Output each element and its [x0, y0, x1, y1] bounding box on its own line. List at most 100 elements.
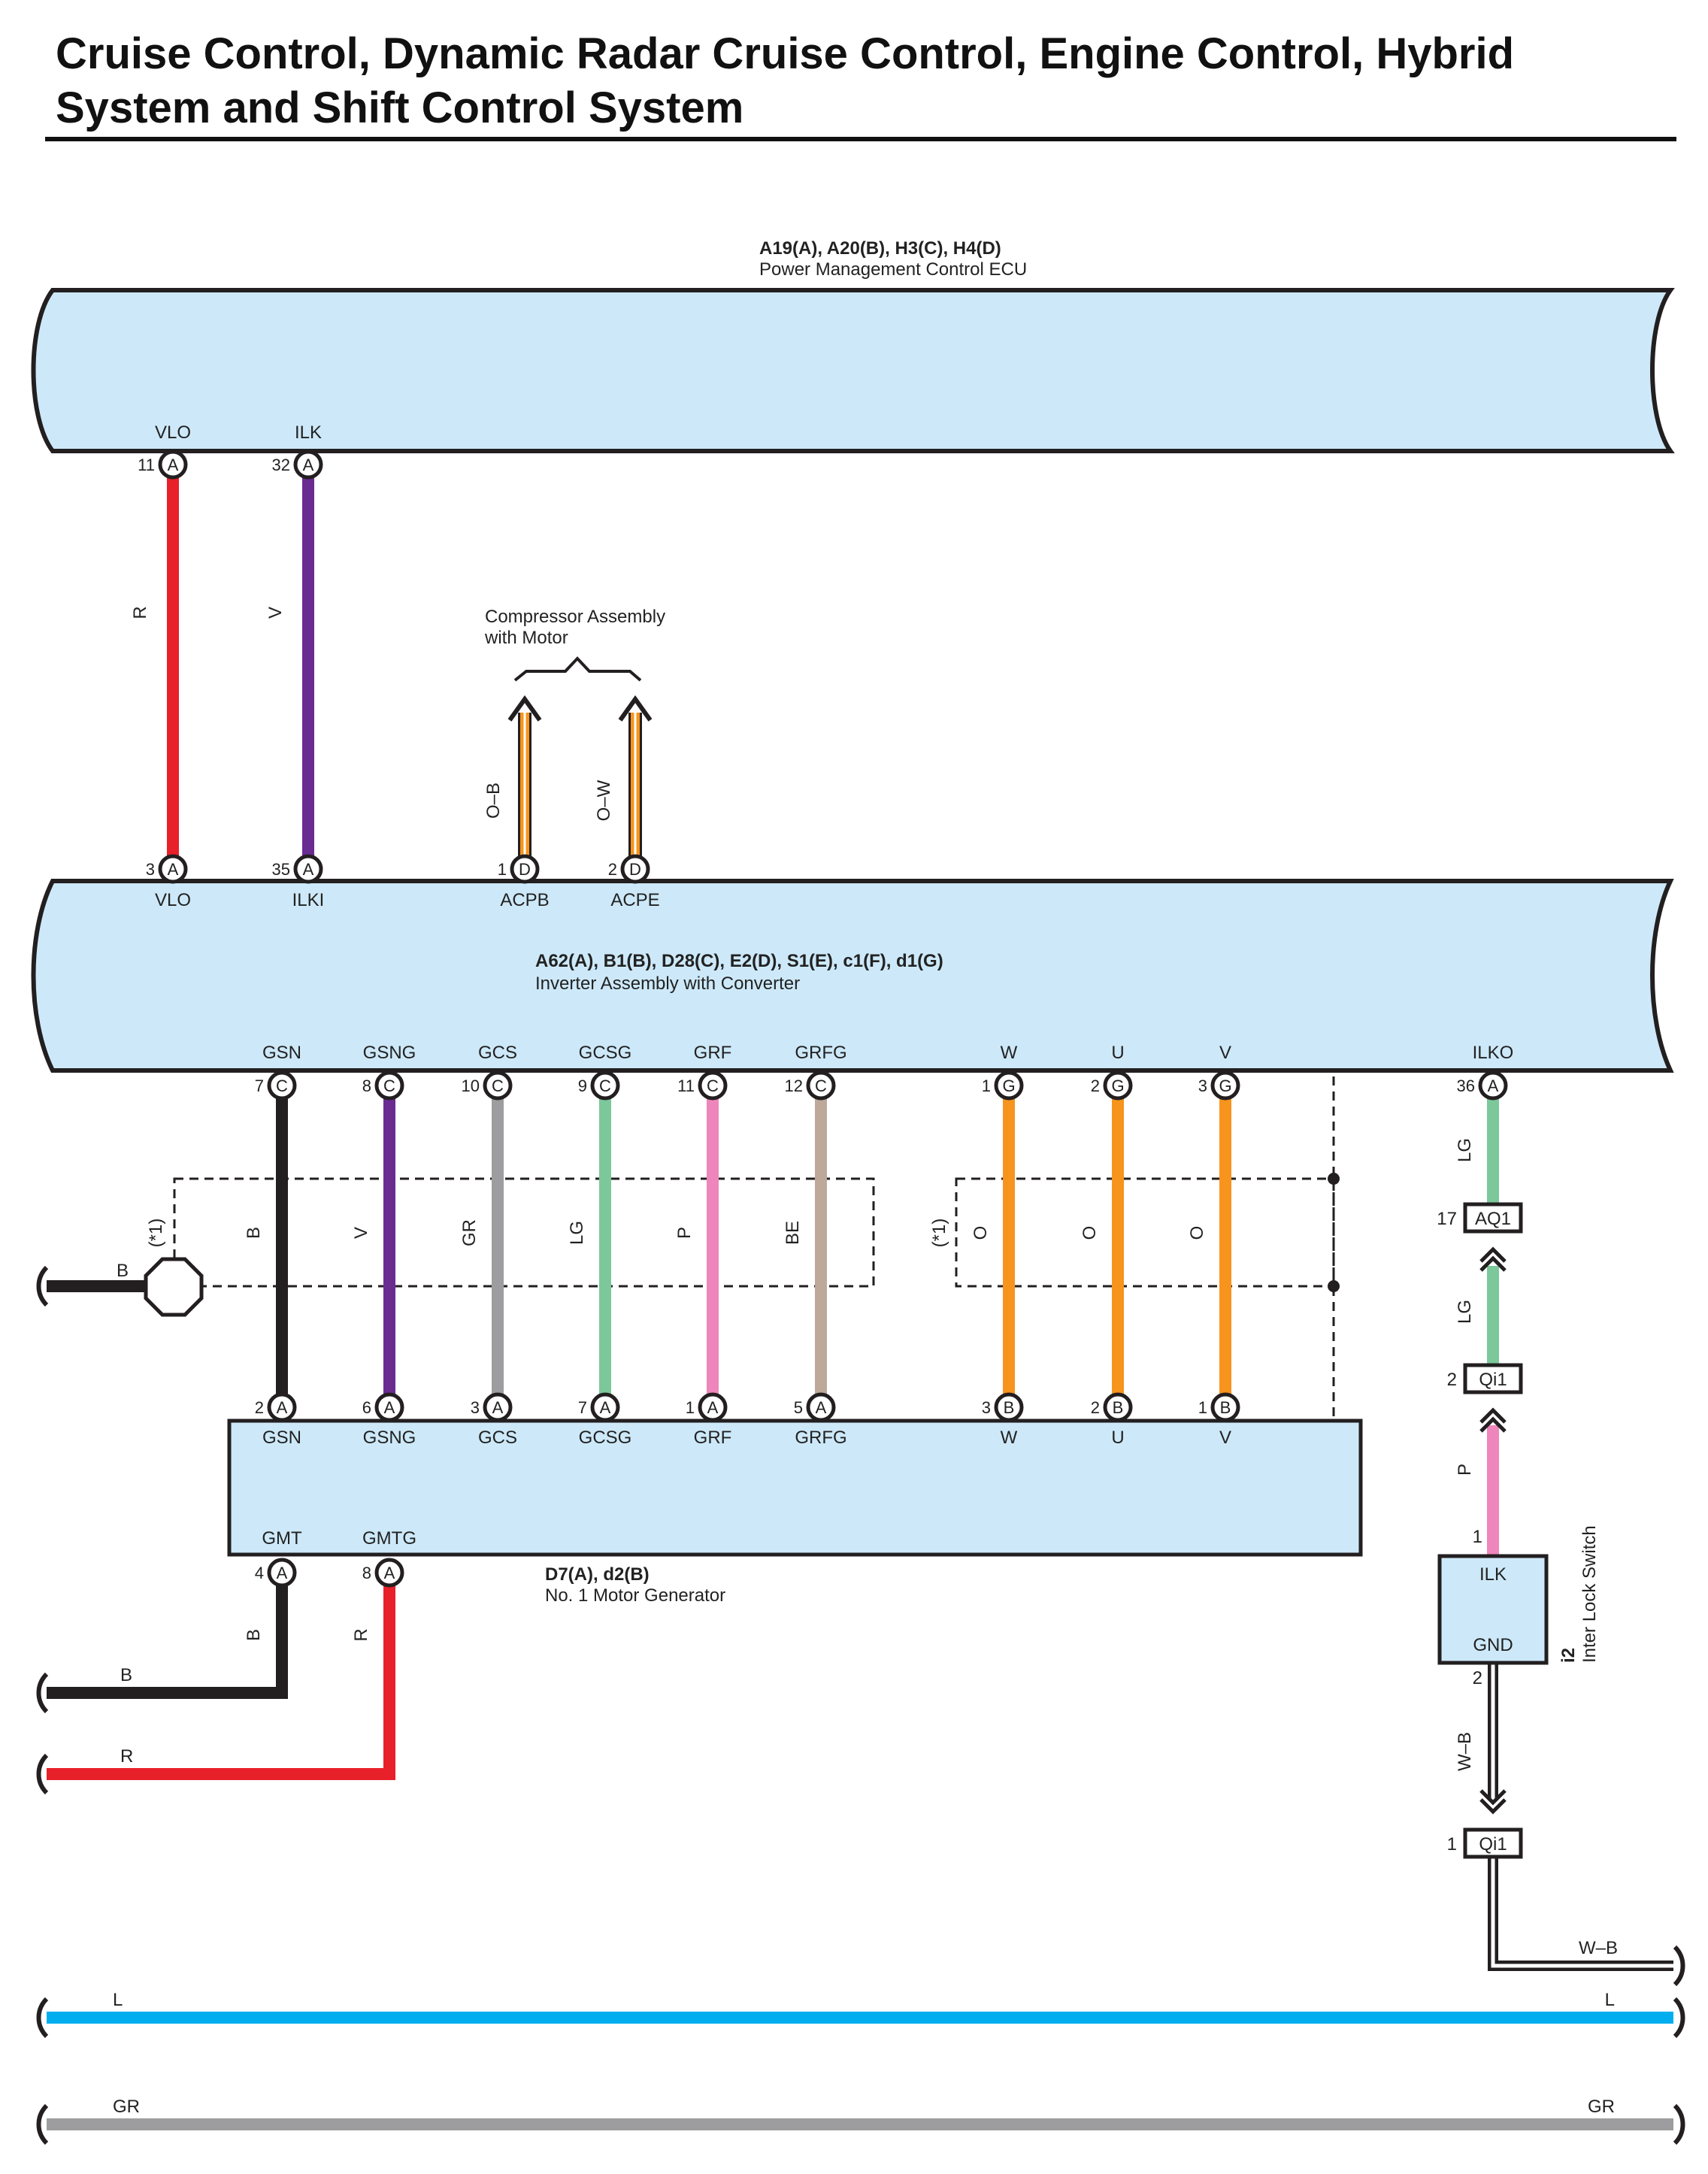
shield-box-right [955, 1177, 1335, 1288]
inverter-code: A62(A), B1(B), D28(C), E2(D), S1(E), c1(… [535, 951, 943, 971]
svg-text:V: V [265, 607, 286, 619]
svg-text:3: 3 [1198, 1076, 1207, 1095]
compressor-brace [513, 656, 642, 682]
switch-pin-top: 1 [1473, 1527, 1482, 1547]
compressor-name-line1: Compressor Assembly [485, 607, 665, 627]
svg-text:O: O [1187, 1226, 1207, 1240]
svg-text:2: 2 [1447, 1370, 1457, 1390]
inverter-pin-ilko: A 36 [1457, 1070, 1508, 1101]
mg-code: D7(A), d2(B) [545, 1564, 650, 1585]
svg-text:AQ1: AQ1 [1475, 1209, 1511, 1229]
svg-text:6: 6 [362, 1398, 371, 1417]
ecu-terminal-ilk: ILK [295, 422, 322, 443]
wire-acpb [507, 695, 542, 857]
svg-text:36: 36 [1457, 1076, 1475, 1095]
title-rule [45, 137, 1676, 141]
svg-text:1: 1 [982, 1076, 991, 1095]
svg-text:B: B [244, 1629, 264, 1641]
svg-text:B: B [1004, 1398, 1015, 1417]
inverter-pin-grfg: C 12 [785, 1070, 836, 1101]
svg-text:C: C [383, 1076, 395, 1095]
inverter-pin-u: G2 [1091, 1070, 1133, 1101]
svg-text:G: G [1111, 1076, 1124, 1095]
ecu-pin-ilk: A32 [272, 450, 323, 480]
svg-text:Inter Lock Switch: Inter Lock Switch [1579, 1525, 1600, 1663]
inverter-pin-gsn: C7 [255, 1070, 297, 1101]
page-title: Cruise Control, Dynamic Radar Cruise Con… [56, 29, 1514, 132]
interlock-name: Inter Lock Switch [1579, 1525, 1600, 1663]
svg-text:R: R [351, 1628, 371, 1641]
ecu-terminal-vlo: VLO [155, 422, 191, 443]
mg-terminal-v: V [1219, 1428, 1231, 1448]
svg-text:8: 8 [362, 1076, 371, 1095]
svg-text:Qi1: Qi1 [1479, 1834, 1507, 1855]
wire-color-acpb: O–B [483, 783, 504, 819]
inverter-terminal-v: V [1219, 1043, 1231, 1063]
shield-junction-lower [1328, 1280, 1340, 1292]
mg-pin-grfg: A5 [794, 1392, 836, 1422]
svg-text:1: 1 [686, 1398, 695, 1417]
inverter-terminal-u: U [1111, 1043, 1124, 1063]
svg-text:A: A [492, 1398, 504, 1417]
inverter-pin-vlo: A3 [146, 854, 188, 884]
svg-text:A: A [384, 1398, 395, 1417]
inverter-pin-acpe: D2 [608, 854, 650, 884]
chevron-down-icon [1479, 1789, 1507, 1815]
svg-text:A: A [168, 456, 179, 474]
mg-pin-w: B3 [982, 1392, 1024, 1422]
ecu-pin-vlo: A11 [138, 450, 188, 480]
svg-text:3: 3 [146, 860, 155, 879]
svg-text:A: A [303, 456, 314, 474]
svg-text:A: A [707, 1398, 719, 1417]
svg-text:A: A [303, 860, 314, 879]
wire-w-b-out [1488, 1857, 1673, 1971]
arrow-up-icon [507, 695, 542, 722]
inverter-name: Inverter Assembly with Converter [535, 973, 800, 994]
mg-terminal-gsng: GSNG [363, 1428, 416, 1448]
svg-text:LG: LG [567, 1221, 587, 1245]
svg-text:C: C [492, 1076, 504, 1095]
svg-text:C: C [815, 1076, 827, 1095]
svg-text:C: C [599, 1076, 611, 1095]
mg-pin-gsng: A6 [362, 1392, 404, 1422]
svg-text:3: 3 [471, 1398, 480, 1417]
svg-text:12: 12 [785, 1076, 803, 1095]
wire-color-grfg: BE [783, 1221, 803, 1245]
svg-text:O: O [1080, 1226, 1100, 1240]
arrow-up-icon [618, 695, 653, 722]
bus-label-right-gr: GR [1588, 2097, 1615, 2117]
wire-color-grf: P [674, 1227, 695, 1239]
svg-text:D: D [519, 860, 531, 879]
connector-aq1: AQ1 17 [1437, 1202, 1523, 1234]
compressor-name-line2: with Motor [484, 628, 568, 648]
motor-generator-box [227, 1419, 1363, 1557]
svg-text:4: 4 [255, 1564, 264, 1582]
svg-text:2: 2 [1091, 1076, 1100, 1095]
svg-text:1: 1 [1447, 1834, 1457, 1855]
svg-text:LG: LG [1455, 1138, 1475, 1162]
inverter-pin-gcsg: C9 [578, 1070, 620, 1101]
mg-pin-grf: A1 [686, 1392, 728, 1422]
chevron-up-icon [1479, 1407, 1507, 1433]
connector-qi1-lower: Qi1 1 [1447, 1827, 1523, 1859]
interlock-term-ilk: ILK [1479, 1564, 1507, 1585]
svg-text:2: 2 [1091, 1398, 1100, 1417]
svg-text:7: 7 [255, 1076, 264, 1095]
wire-break-gmt [36, 1672, 49, 1714]
interlock-term-gnd: GND [1473, 1635, 1513, 1655]
svg-text:A: A [1488, 1076, 1499, 1095]
svg-text:A: A [816, 1398, 827, 1417]
wire-color-gcsg: LG [567, 1221, 587, 1245]
svg-text:C: C [707, 1076, 719, 1095]
svg-text:17: 17 [1437, 1209, 1457, 1229]
svg-text:V: V [351, 1227, 371, 1239]
inverter-pin-acpb: D1 [498, 854, 540, 884]
shield-ground-octagon [144, 1257, 204, 1317]
mg-pin-gsn: A2 [255, 1392, 297, 1422]
inverter-box [31, 879, 1674, 1073]
svg-text:C: C [276, 1076, 288, 1095]
inverter-pin-w: G1 [982, 1070, 1024, 1101]
mg-terminal-w: W [1001, 1428, 1018, 1448]
